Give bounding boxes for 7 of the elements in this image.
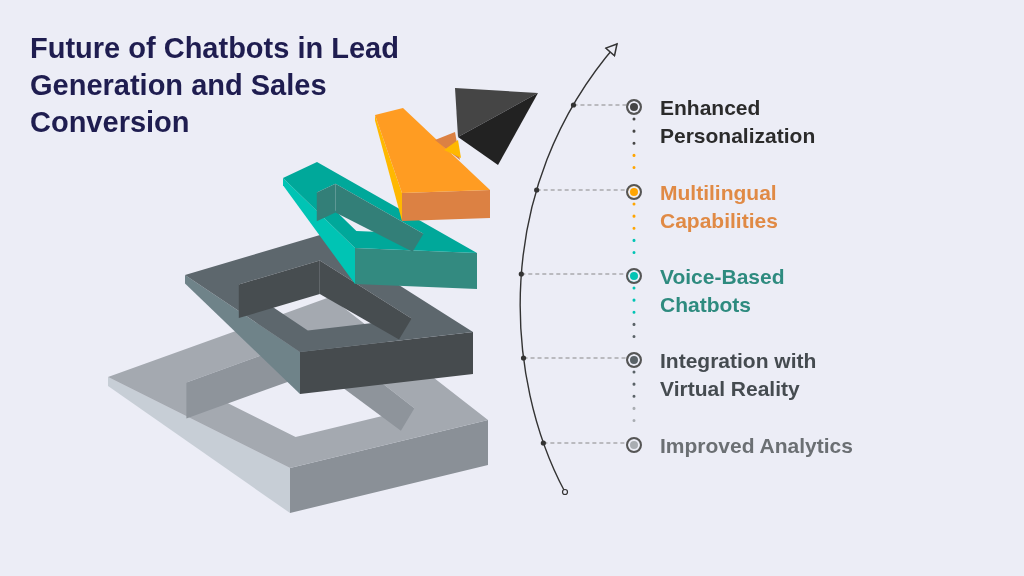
timeline-label: Integration with Virtual Reality (660, 348, 818, 402)
title: Future of Chatbots in Lead Generation and Sales Conversion (30, 31, 400, 140)
dashed-connector (536, 189, 627, 191)
timeline-label: Improved Analytics (660, 433, 854, 459)
timeline-label: Enhanced Personalization (660, 95, 817, 149)
timeline-label: Multilingual Capabilities (660, 180, 779, 234)
timeline-label: Voice-Based Chatbots (660, 264, 786, 318)
